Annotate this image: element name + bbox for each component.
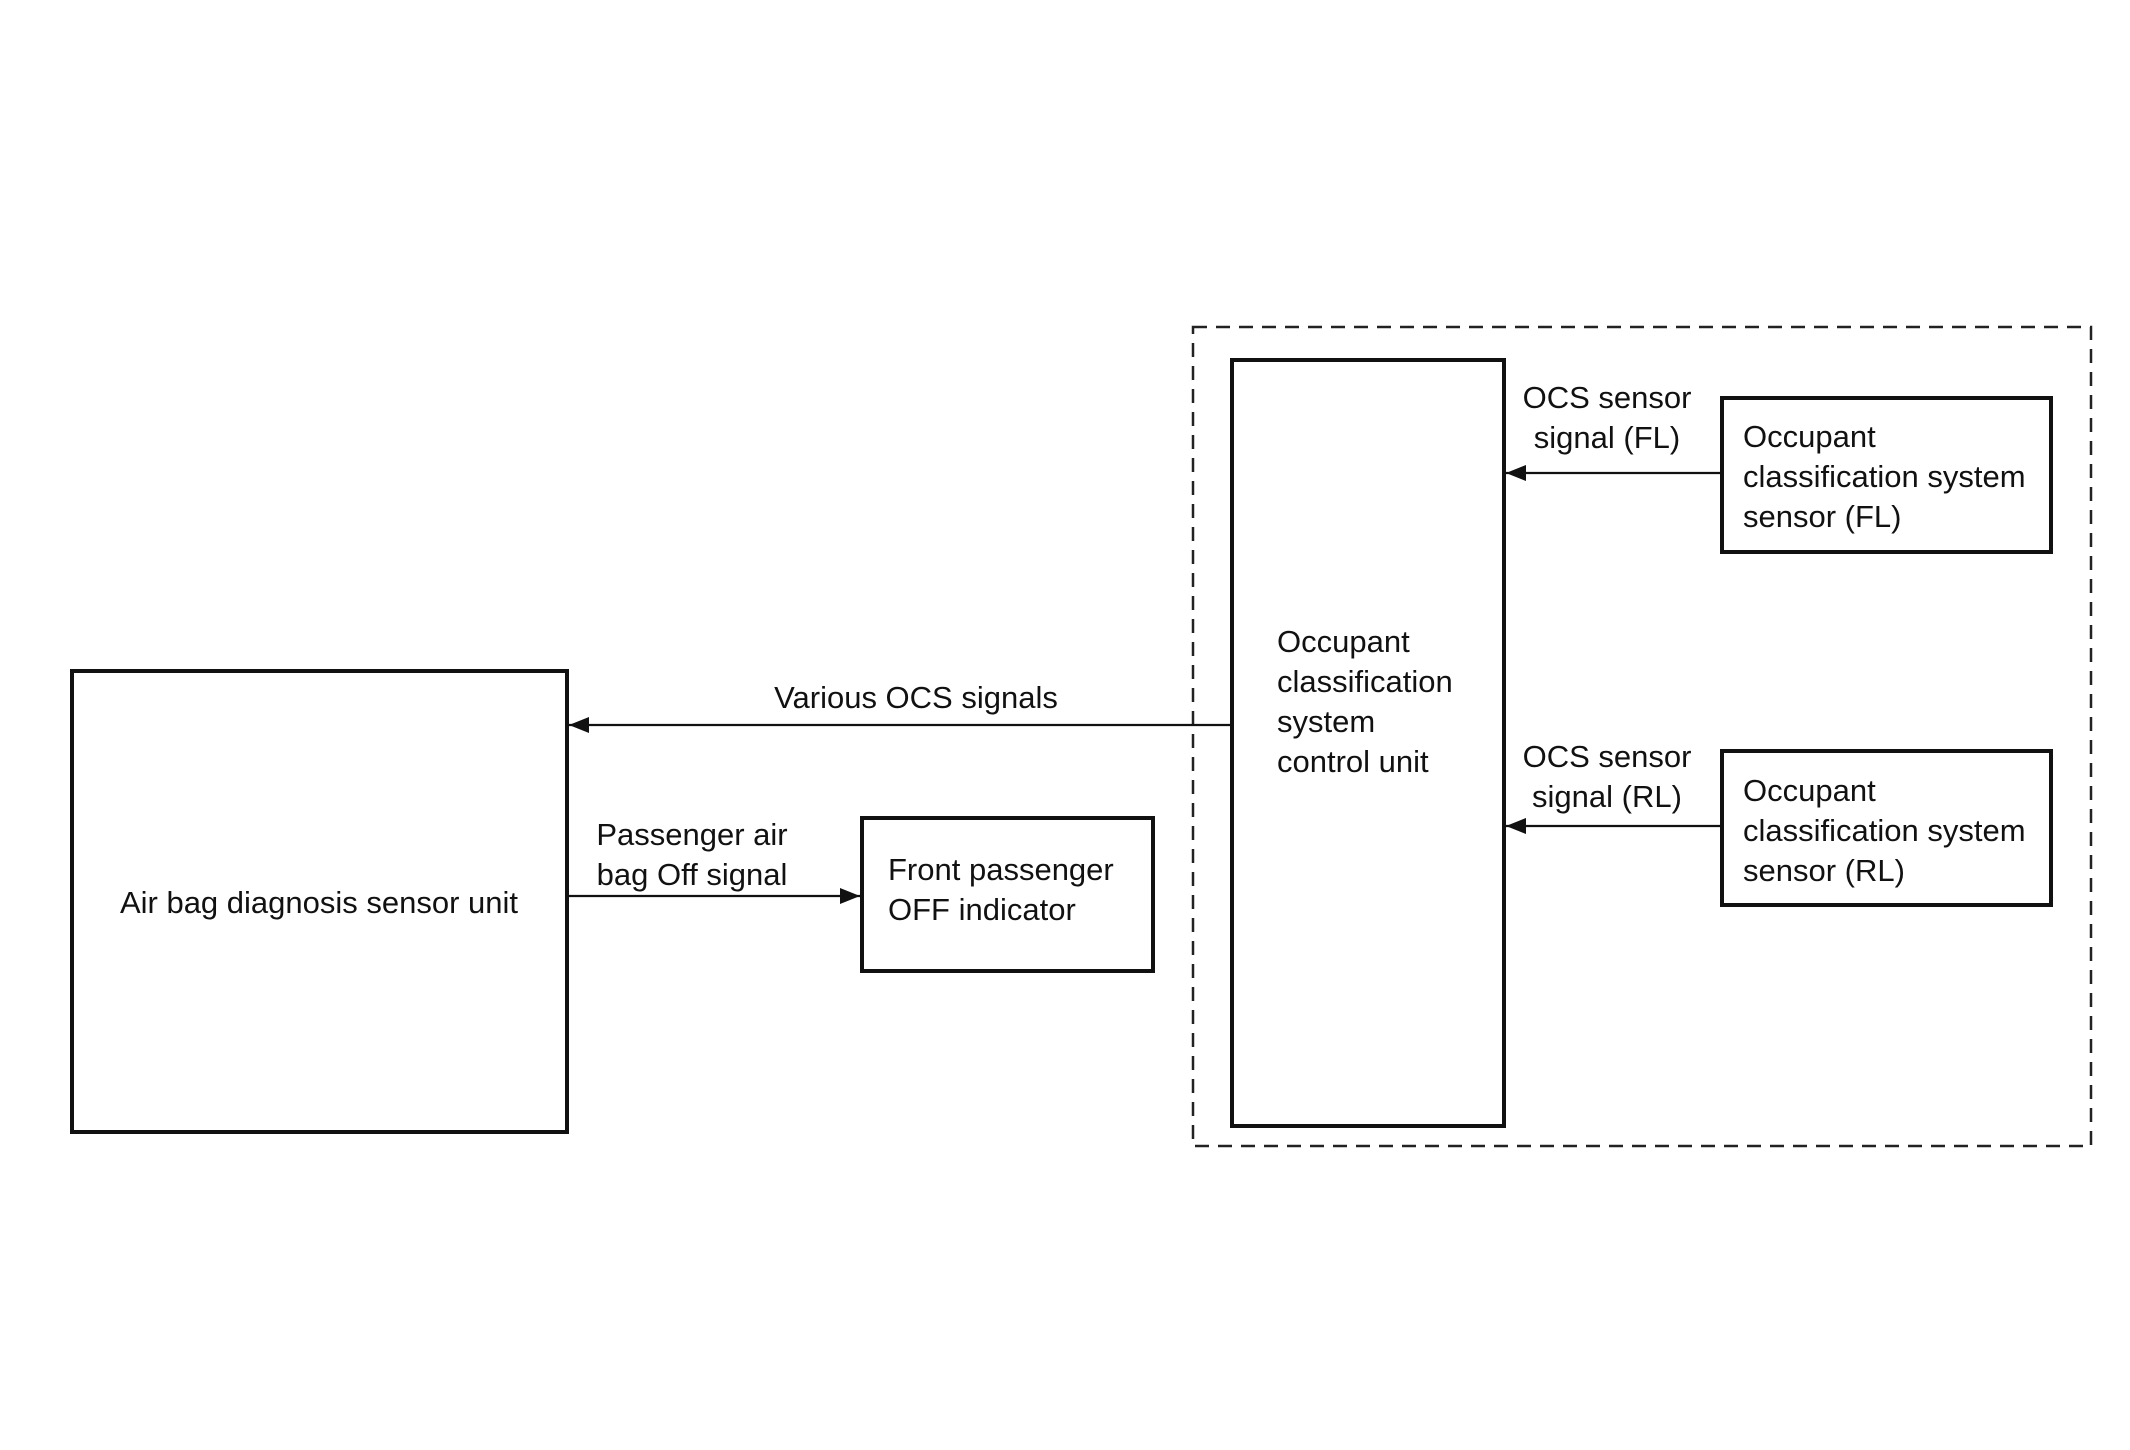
passenger-signal-label-line-2: bag Off signal	[597, 857, 788, 892]
sensor-fl-label-line-1: Occupant	[1743, 419, 1876, 454]
sensor-fl-label-line-3: sensor (FL)	[1743, 499, 1901, 534]
passenger-airbag-off-signal-arrow: Passenger air bag Off signal	[567, 817, 860, 904]
various-ocs-signals-arrow: Various OCS signals	[569, 680, 1232, 733]
signal-fl-label-line-2: signal (FL)	[1534, 420, 1680, 455]
front-passenger-off-indicator: Front passenger OFF indicator	[860, 816, 1155, 973]
airbag-diagnosis-sensor-unit: Air bag diagnosis sensor unit	[70, 669, 569, 1134]
ocs-control-unit: Occupant classification system control u…	[1230, 358, 1506, 1128]
sensor-fl-label-line-2: classification system	[1743, 459, 2026, 494]
ocs-system-boundary	[1191, 325, 2093, 1148]
various-ocs-signals-label: Various OCS signals	[774, 680, 1058, 715]
sensor-rl-label-line-2: classification system	[1743, 813, 2026, 848]
signal-fl-label-line-1: OCS sensor	[1523, 380, 1692, 415]
airbag-unit-label: Air bag diagnosis sensor unit	[120, 885, 518, 920]
indicator-label-line-1: Front passenger	[888, 852, 1114, 887]
control-unit-label-line-2: classification	[1277, 664, 1453, 699]
ocs-sensor-signal-fl-arrow: OCS sensor signal (FL)	[1506, 380, 1722, 481]
ocs-sensor-signal-rl-arrow: OCS sensor signal (RL)	[1506, 739, 1722, 834]
indicator-label-line-2: OFF indicator	[888, 892, 1076, 927]
passenger-signal-label-line-1: Passenger air	[596, 817, 787, 852]
ocs-sensor-fl: Occupant classification system sensor (F…	[1720, 396, 2053, 554]
control-unit-label-line-4: control unit	[1277, 744, 1429, 779]
ocs-sensor-rl: Occupant classification system sensor (R…	[1720, 749, 2053, 907]
signal-rl-label-line-2: signal (RL)	[1532, 779, 1682, 814]
sensor-rl-label-line-3: sensor (RL)	[1743, 853, 1905, 888]
sensor-rl-label-line-1: Occupant	[1743, 773, 1876, 808]
control-unit-label-line-3: system	[1277, 704, 1375, 739]
signal-rl-label-line-1: OCS sensor	[1523, 739, 1692, 774]
control-unit-label-line-1: Occupant	[1277, 624, 1410, 659]
